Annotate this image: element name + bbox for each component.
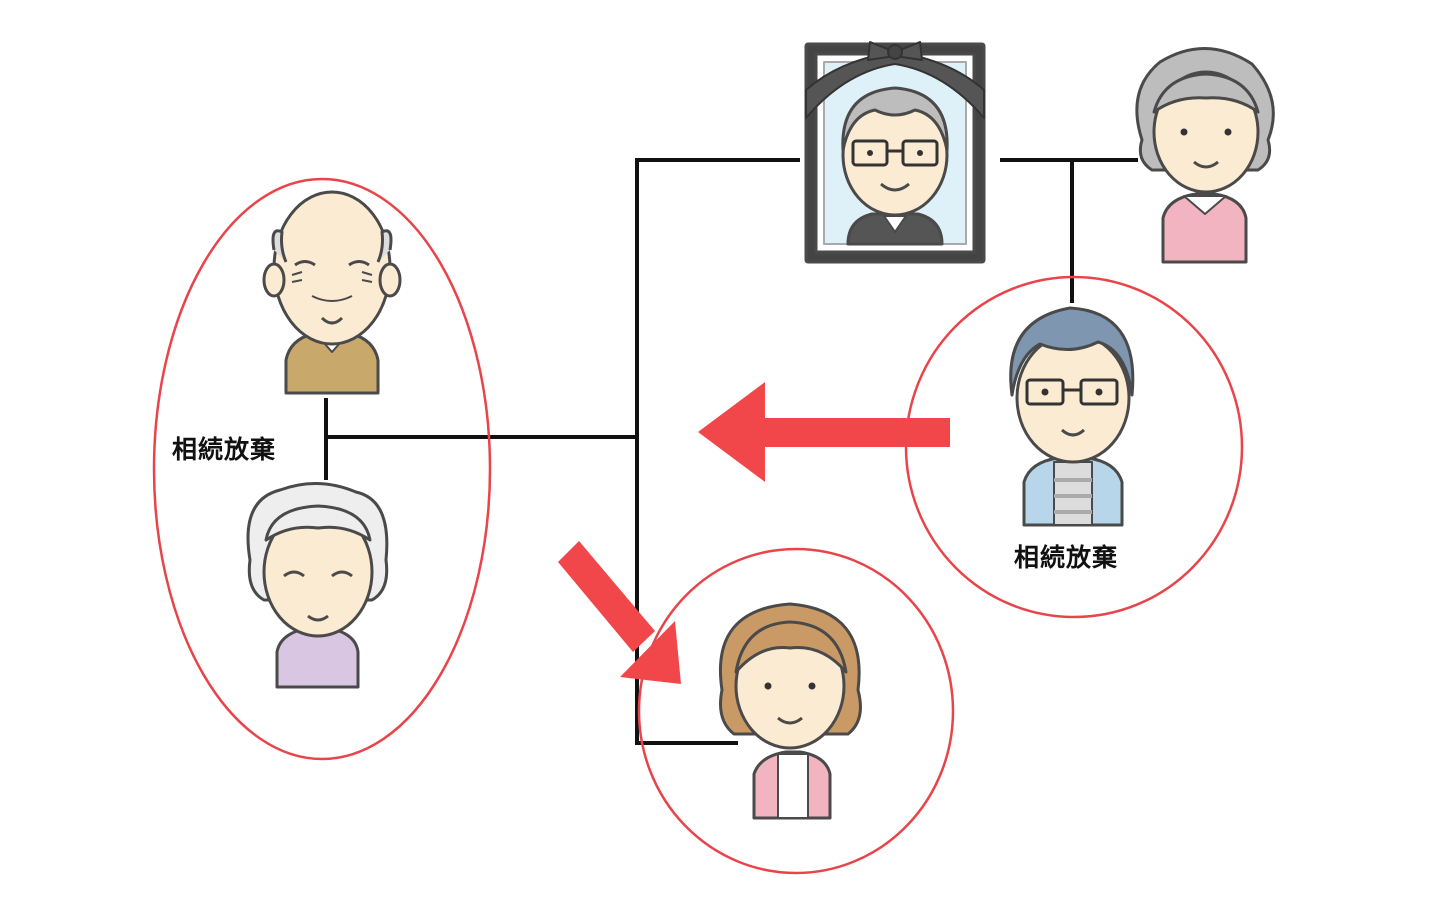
sister-woman-icon [719, 602, 862, 820]
elderly-man-icon [262, 190, 402, 395]
memorial-portrait-icon [804, 41, 986, 264]
spouse-grandma-icon [1135, 47, 1275, 264]
arrow-down-right [558, 541, 681, 684]
grandparents-circle [152, 177, 492, 761]
elderly-woman-icon [246, 481, 389, 689]
grandparents-renounce-label: 相続放棄 [172, 435, 277, 464]
arrow-left [698, 382, 950, 482]
child-renounce-label: 相続放棄 [1014, 543, 1119, 572]
sister-circle [637, 547, 955, 875]
son-glasses-icon [1009, 306, 1135, 527]
